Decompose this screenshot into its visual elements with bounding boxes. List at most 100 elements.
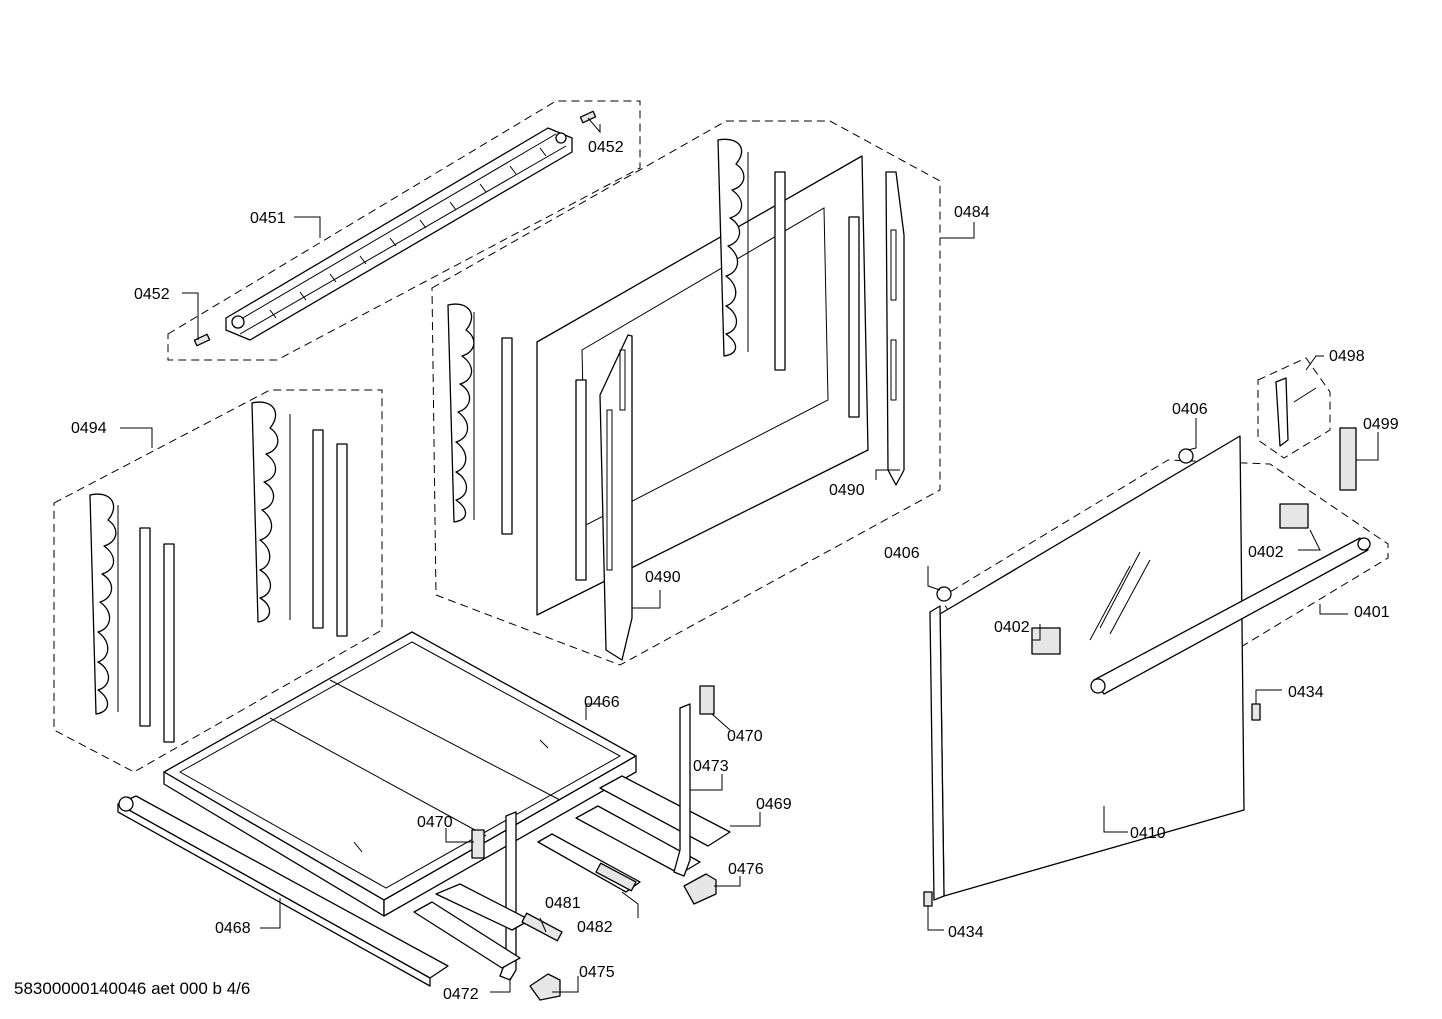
part-0468-slide-rail (117, 795, 449, 987)
callout-0499: 0499 (1363, 416, 1399, 433)
callout-0452-top: 0452 (588, 139, 624, 156)
leader-0499 (1356, 432, 1379, 461)
group-door-assembly: 0498 0406 0499 0402 0401 0406 0402 0434 … (884, 348, 1399, 941)
group-boundary-0484 (431, 120, 941, 666)
callout-0482: 0482 (577, 919, 613, 936)
callout-0434-right: 0434 (1288, 684, 1324, 701)
callout-0490-right: 0490 (829, 482, 865, 499)
callout-0402-right: 0402 (1248, 544, 1284, 561)
part-0470-clip-upper (699, 685, 715, 715)
leader-0494 (120, 427, 153, 448)
spring-clip-left (447, 303, 475, 523)
glass-rail-right (848, 216, 860, 418)
part-0476-bracket (683, 873, 717, 905)
part-0401-door-handle (1090, 537, 1371, 695)
rail-strip-a (139, 527, 151, 727)
callout-0484: 0484 (954, 204, 990, 221)
trim-bar-slots (269, 147, 547, 319)
part-0434-clip-left (923, 891, 933, 907)
leader-0410 (1103, 806, 1128, 833)
group-boundary-0498 (1257, 357, 1331, 459)
rail-strip-d (336, 443, 348, 637)
leader-0476 (714, 876, 741, 887)
part-0470-clip-lower (471, 829, 485, 859)
leader-0482 (621, 891, 639, 918)
leader-0481 (539, 917, 547, 933)
glass-pane (536, 155, 869, 616)
trim-bar-end-cap-left (231, 315, 245, 329)
part-0466-base-tray (163, 631, 637, 917)
callout-0481: 0481 (545, 895, 581, 912)
part-0499-strip (1339, 427, 1357, 491)
callout-0406-left: 0406 (884, 545, 920, 562)
spring-clip-left-lower (89, 493, 119, 715)
leader-0470-upper (711, 713, 731, 731)
group-0451-trim-bar: 0451 0452 0452 (134, 100, 641, 361)
leader-0402-left (1032, 624, 1041, 641)
leader-0475 (552, 976, 579, 993)
leader-0484 (940, 222, 975, 239)
leader-0470-lower (445, 828, 474, 843)
part-0434-clip-right (1251, 703, 1261, 721)
callout-0470-upper: 0470 (727, 728, 763, 745)
leader-0452-top (587, 117, 601, 134)
callout-0406-top: 0406 (1172, 401, 1208, 418)
callout-0494: 0494 (71, 420, 107, 437)
leader-0469 (730, 812, 761, 827)
callout-0475: 0475 (579, 964, 615, 981)
upper-rail-strip (774, 171, 786, 371)
spring-clip-top (717, 138, 749, 357)
part-0482-hinge-mechanism (537, 833, 641, 893)
part-0473-vertical-bracket (673, 703, 691, 877)
leader-0490-right (875, 469, 900, 480)
leader-0451 (294, 216, 321, 238)
leader-0498 (1305, 355, 1324, 371)
spring-clip-right-lower (251, 401, 291, 623)
part-0402-handle-mount-left (1031, 627, 1061, 655)
leader-0466 (585, 703, 604, 720)
callout-0472: 0472 (443, 986, 479, 1003)
part-0410-door-panel (929, 435, 1245, 901)
callout-0466: 0466 (584, 694, 620, 711)
group-boundary-0451 (167, 100, 641, 361)
leader-0402-right (1298, 529, 1321, 551)
trim-bar-end-cap-right (555, 132, 567, 144)
part-0469-support-rail (575, 775, 731, 875)
callout-0434-left: 0434 (948, 924, 984, 941)
part-0481-hinge-mechanism (413, 883, 563, 969)
callout-0452-left: 0452 (134, 286, 170, 303)
leader-0406-left (927, 566, 941, 591)
callout-0476: 0476 (728, 861, 764, 878)
group-0494-spring-set: 0494 (53, 389, 383, 773)
part-0475-bracket (529, 973, 561, 1001)
part-0451-trim-bar (225, 127, 573, 341)
part-0452-pin-left (193, 333, 211, 347)
callout-0498: 0498 (1329, 348, 1365, 365)
part-0498-hinge-piece (1275, 377, 1317, 447)
callout-0410: 0410 (1130, 825, 1166, 842)
leader-0472 (490, 978, 511, 993)
callout-0470-lower: 0470 (417, 814, 453, 831)
glass-rail-left (575, 379, 587, 581)
leader-0434-left (927, 906, 944, 931)
callout-0469: 0469 (756, 796, 792, 813)
leader-0434-right (1255, 689, 1282, 704)
callout-0490-center: 0490 (645, 569, 681, 586)
left-rail-strip (501, 337, 513, 535)
part-0452-pin-top (579, 110, 597, 124)
callout-0451: 0451 (250, 210, 286, 227)
leader-0406-top (1187, 418, 1197, 451)
group-0484-glass-frame: 0484 0490 0490 (431, 120, 990, 666)
leader-0452-left (182, 292, 199, 340)
leader-0473 (690, 774, 723, 791)
leader-0401 (1319, 604, 1348, 615)
part-0490-hinge-bracket-right (885, 171, 905, 486)
callout-0468: 0468 (215, 920, 251, 937)
part-0490-hinge-bracket-center (599, 334, 633, 661)
leader-0468 (260, 898, 281, 929)
callout-0473: 0473 (693, 758, 729, 775)
part-0406-buffer-left (936, 586, 952, 602)
leader-0490-center (632, 590, 661, 609)
drawing-id-label: 58300000140046 aet 000 b 4/6 (14, 979, 251, 998)
